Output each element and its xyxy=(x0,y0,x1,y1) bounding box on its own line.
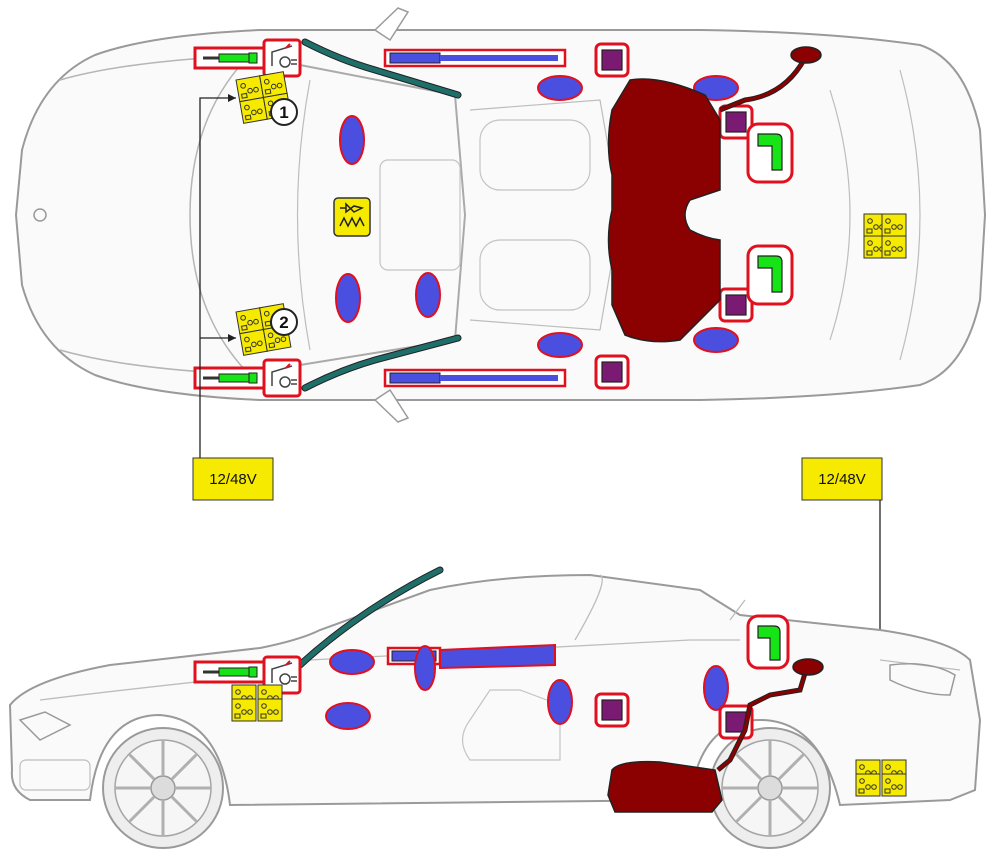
pyrotechnic-buckle-icon xyxy=(746,122,794,184)
side-view xyxy=(8,566,982,849)
svg-text:1: 1 xyxy=(279,103,288,122)
auxiliary-heater-icon xyxy=(333,197,371,237)
top-view: 1 2 xyxy=(14,7,987,458)
side-airbag-icon xyxy=(537,75,583,101)
purple-box xyxy=(594,42,630,78)
side-airbag-icon xyxy=(325,702,371,730)
purple-box xyxy=(594,692,630,728)
fuel-tank-icon xyxy=(607,78,721,343)
side-airbag-curtain-top xyxy=(383,48,567,68)
purple-box xyxy=(594,354,630,390)
gas-strut-icon xyxy=(193,366,269,390)
fuel-filler-cap-side xyxy=(792,658,824,676)
side-airbag-icon xyxy=(703,665,729,711)
front-wheel xyxy=(102,727,224,849)
rear-wheel xyxy=(709,727,831,849)
side-airbag-icon xyxy=(693,75,739,101)
gas-strut-icon xyxy=(193,46,269,70)
side-airbag-icon xyxy=(693,327,739,353)
voltage-label-left: 12/48V xyxy=(192,457,274,501)
seatbelt-tensioner-icon xyxy=(262,358,302,398)
svg-text:12/48V: 12/48V xyxy=(209,471,257,488)
svg-text:12/48V: 12/48V xyxy=(818,471,866,488)
mirror-top-left xyxy=(373,7,410,42)
side-airbag-icon xyxy=(414,645,436,691)
pyrotechnic-buckle-icon xyxy=(746,244,794,306)
car-body-outline-top xyxy=(14,29,987,401)
side-airbag-icon xyxy=(415,272,441,318)
side-airbag-icon xyxy=(335,273,361,323)
side-airbag-icon xyxy=(339,115,365,165)
seatbelt-tensioner-icon xyxy=(262,38,302,78)
svg-text:2: 2 xyxy=(279,313,288,332)
side-airbag-icon xyxy=(547,679,573,725)
fuel-tank-side-icon xyxy=(607,760,723,813)
side-airbag-curtain-bottom xyxy=(383,368,567,388)
voltage-label-right: 12/48V xyxy=(801,457,883,501)
side-airbag-icon xyxy=(537,332,583,358)
gas-strut-icon xyxy=(193,660,269,684)
side-airbag-curtain-side xyxy=(386,643,556,670)
mirror-top-right xyxy=(373,388,410,423)
callout-1: 1 xyxy=(270,98,298,126)
pyrotechnic-buckle-icon xyxy=(746,614,790,670)
side-airbag-icon xyxy=(329,649,375,675)
battery-icon xyxy=(863,213,907,259)
fuel-filler-cap xyxy=(790,46,822,64)
callout-2: 2 xyxy=(270,308,298,336)
